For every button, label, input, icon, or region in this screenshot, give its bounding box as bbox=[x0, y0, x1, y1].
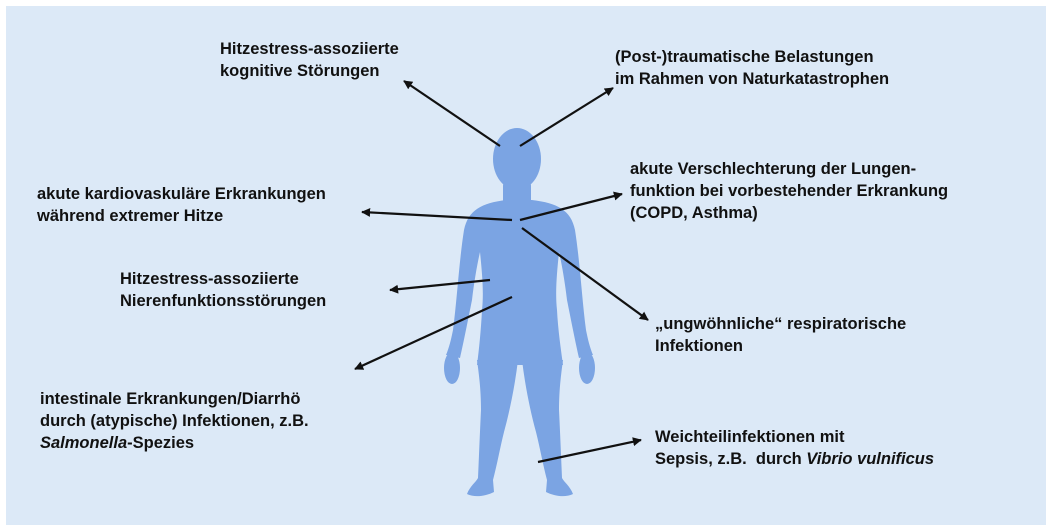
figure-right-hand bbox=[579, 352, 595, 384]
figure-left-hand bbox=[444, 352, 460, 384]
human-figure bbox=[444, 128, 595, 496]
label-intestinal-line3: Salmonella-Spezies bbox=[40, 432, 309, 454]
label-softtissue-line2: Sepsis, z.B. durch Vibrio vulnificus bbox=[655, 448, 934, 470]
label-trauma-line1: (Post-)traumatische Belastungen bbox=[615, 46, 889, 68]
label-cognitive: Hitzestress-assoziierte kognitive Störun… bbox=[220, 38, 399, 82]
label-kidney: Hitzestress-assoziierte Nierenfunktionss… bbox=[120, 268, 326, 312]
label-trauma-line2: im Rahmen von Naturkatastrophen bbox=[615, 68, 889, 90]
label-respiratory-line2: Infektionen bbox=[655, 335, 906, 357]
label-respiratory-line1: „ungwöhnliche“ respiratorische bbox=[655, 313, 906, 335]
arrow-trauma bbox=[520, 88, 613, 146]
label-kidney-line1: Hitzestress-assoziierte bbox=[120, 268, 326, 290]
label-cardio-line1: akute kardiovaskuläre Erkrankungen bbox=[37, 183, 326, 205]
label-lung-line3: (COPD, Asthma) bbox=[630, 202, 948, 224]
label-intestinal-line2: durch (atypische) Infektionen, z.B. bbox=[40, 410, 309, 432]
label-intestinal-line1: intestinale Erkrankungen/Diarrhö bbox=[40, 388, 309, 410]
figure-right-leg bbox=[522, 360, 573, 496]
label-lung-line2: funktion bei vorbestehender Erkrankung bbox=[630, 180, 948, 202]
figure-left-leg bbox=[467, 360, 518, 496]
label-cardio: akute kardiovaskuläre Erkrankungen währe… bbox=[37, 183, 326, 227]
label-intestinal: intestinale Erkrankungen/Diarrhö durch (… bbox=[40, 388, 309, 454]
label-lung: akute Verschlechterung der Lungen- funkt… bbox=[630, 158, 948, 224]
label-respiratory: „ungwöhnliche“ respiratorische Infektion… bbox=[655, 313, 906, 357]
label-softtissue: Weichteilinfektionen mit Sepsis, z.B. du… bbox=[655, 426, 934, 470]
label-cardio-line2: während extremer Hitze bbox=[37, 205, 326, 227]
label-softtissue-species: Vibrio vulnificus bbox=[806, 450, 934, 468]
label-trauma: (Post-)traumatische Belastungen im Rahme… bbox=[615, 46, 889, 90]
label-softtissue-prefix: Sepsis, z.B. durch bbox=[655, 450, 806, 468]
label-intestinal-suffix: -Spezies bbox=[127, 434, 194, 452]
label-lung-line1: akute Verschlechterung der Lungen- bbox=[630, 158, 948, 180]
label-softtissue-line1: Weichteilinfektionen mit bbox=[655, 426, 934, 448]
arrow-kidney bbox=[390, 280, 490, 290]
arrow-cognitive bbox=[404, 81, 500, 146]
label-cognitive-line1: Hitzestress-assoziierte bbox=[220, 38, 399, 60]
label-cognitive-line2: kognitive Störungen bbox=[220, 60, 399, 82]
label-intestinal-genus: Salmonella bbox=[40, 434, 127, 452]
label-kidney-line2: Nierenfunktionsstörungen bbox=[120, 290, 326, 312]
